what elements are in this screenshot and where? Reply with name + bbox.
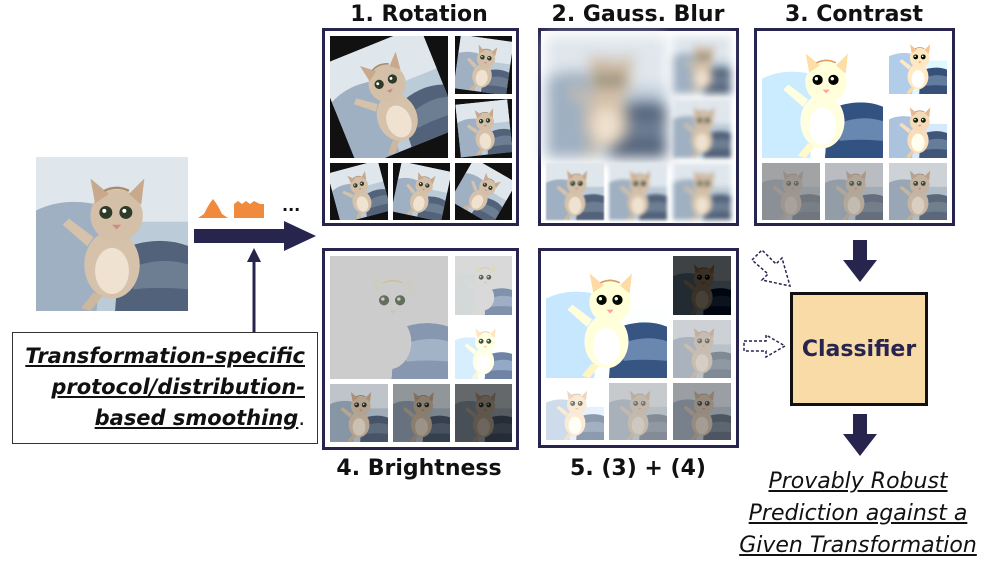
combo-thumb bbox=[673, 320, 731, 378]
rotation-main-image bbox=[330, 36, 448, 158]
brightness-thumb bbox=[455, 320, 512, 379]
note-line-2: protocol/distribution- bbox=[51, 375, 305, 399]
brightness-thumb bbox=[455, 256, 512, 315]
note-period: . bbox=[298, 406, 305, 430]
result-line-2: Prediction against a bbox=[748, 501, 968, 526]
dashed-arrow-horizontal bbox=[743, 334, 787, 358]
brightness-thumb bbox=[455, 384, 512, 442]
combo-thumb bbox=[673, 256, 731, 315]
blur-panel bbox=[538, 28, 739, 226]
contrast-thumb bbox=[889, 99, 947, 158]
panel-title-combo: 5. (3) + (4) bbox=[570, 456, 706, 481]
blur-thumb bbox=[673, 99, 731, 158]
rotation-thumb bbox=[455, 36, 512, 94]
rotation-thumb bbox=[393, 163, 450, 220]
contrast-thumb bbox=[889, 163, 947, 220]
panel-title-brightness: 4. Brightness bbox=[336, 456, 502, 481]
combo-thumb bbox=[609, 383, 667, 440]
contrast-thumb bbox=[825, 163, 883, 220]
smoothing-note: Transformation-specific protocol/distrib… bbox=[12, 332, 318, 444]
panel-title-contrast: 3. Contrast bbox=[784, 2, 924, 27]
brightness-thumb bbox=[330, 384, 388, 442]
blur-main-image bbox=[546, 36, 667, 158]
note-line-1: Transformation-specific bbox=[25, 344, 305, 368]
contrast-main-image bbox=[762, 36, 883, 158]
distribution-histogram-icon bbox=[198, 199, 264, 218]
classifier-box: Classifier bbox=[790, 292, 928, 406]
contrast-thumb bbox=[762, 163, 820, 220]
note-line-3: based smoothing bbox=[94, 406, 299, 430]
arrow-to-classifier bbox=[843, 240, 877, 282]
transform-arrow bbox=[194, 221, 316, 251]
blur-thumb bbox=[546, 163, 604, 220]
rotation-thumb bbox=[330, 163, 388, 220]
panel-title-blur: 2. Gauss. Blur bbox=[551, 2, 725, 27]
blur-thumb bbox=[609, 163, 667, 220]
brightness-panel bbox=[322, 248, 519, 450]
classifier-label: Classifier bbox=[801, 336, 917, 362]
smoothing-pointer-arrow bbox=[247, 248, 261, 332]
combo-panel bbox=[538, 248, 739, 448]
brightness-thumb bbox=[393, 384, 450, 442]
arrow-to-result bbox=[843, 414, 877, 456]
dashed-arrow-diagonal bbox=[750, 248, 792, 287]
combo-thumb bbox=[546, 383, 604, 440]
blur-thumb bbox=[673, 163, 731, 220]
original-cat-image bbox=[36, 157, 188, 311]
panel-title-rotation: 1. Rotation bbox=[350, 2, 488, 27]
rotation-panel bbox=[322, 28, 519, 226]
combo-thumb bbox=[673, 383, 731, 440]
blur-thumb bbox=[673, 36, 731, 94]
ellipsis: ... bbox=[282, 196, 301, 215]
brightness-main-image bbox=[330, 256, 448, 379]
contrast-panel bbox=[754, 28, 955, 226]
rotation-thumb bbox=[455, 163, 512, 220]
contrast-thumb bbox=[889, 36, 947, 94]
result-line-3: Given Transformation bbox=[739, 533, 977, 558]
result-line-1: Provably Robust bbox=[768, 469, 948, 494]
combo-main-image bbox=[546, 256, 667, 378]
robust-prediction-text: Provably Robust Prediction against a Giv… bbox=[722, 466, 992, 562]
rotation-thumb bbox=[455, 99, 512, 158]
